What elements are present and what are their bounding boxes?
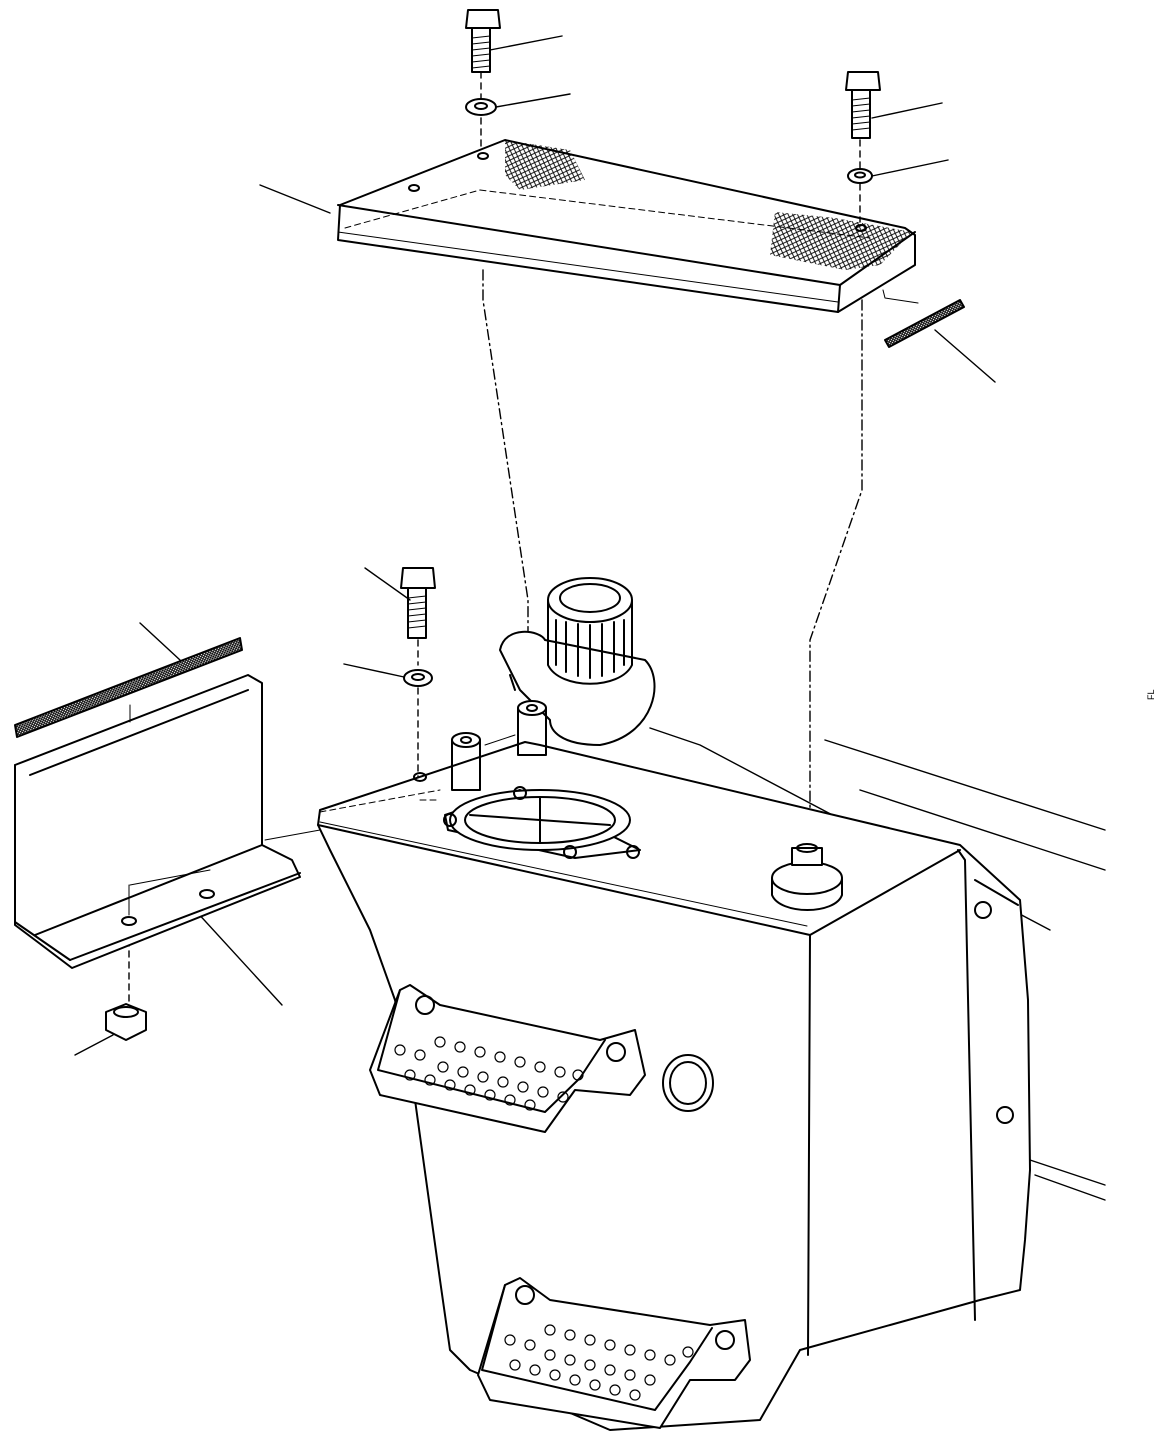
edge-mark: FL: [1146, 689, 1156, 700]
spacer-tall: [517, 700, 547, 756]
sight-gauge: [662, 1054, 714, 1112]
anti-slip-strip-right: [884, 299, 965, 348]
lower-step: [477, 1277, 751, 1429]
nut-bottom-left: [105, 1003, 147, 1041]
upper-step-holes: [394, 1036, 584, 1111]
washer-top-left: [465, 98, 497, 116]
callout-leaders: [74, 35, 1051, 1056]
washer-middle: [403, 669, 433, 687]
assembly-guide-lines: [128, 71, 919, 1011]
frame-lines: [824, 739, 1106, 1201]
upper-step: [369, 984, 646, 1133]
bolt-middle: [400, 567, 436, 639]
spacer-short: [451, 732, 516, 791]
lower-step-holes: [504, 1324, 694, 1401]
anti-slip-strip-left: [14, 637, 243, 738]
bolt-top-left: [465, 9, 501, 73]
filler-cap: [499, 577, 656, 746]
washer-top-right: [847, 168, 873, 184]
left-bracket: [14, 674, 321, 969]
strainer-flange: [443, 786, 641, 859]
top-step-plate: [337, 139, 916, 313]
breather-fitting: [771, 843, 843, 911]
bolt-top-right: [845, 71, 881, 139]
